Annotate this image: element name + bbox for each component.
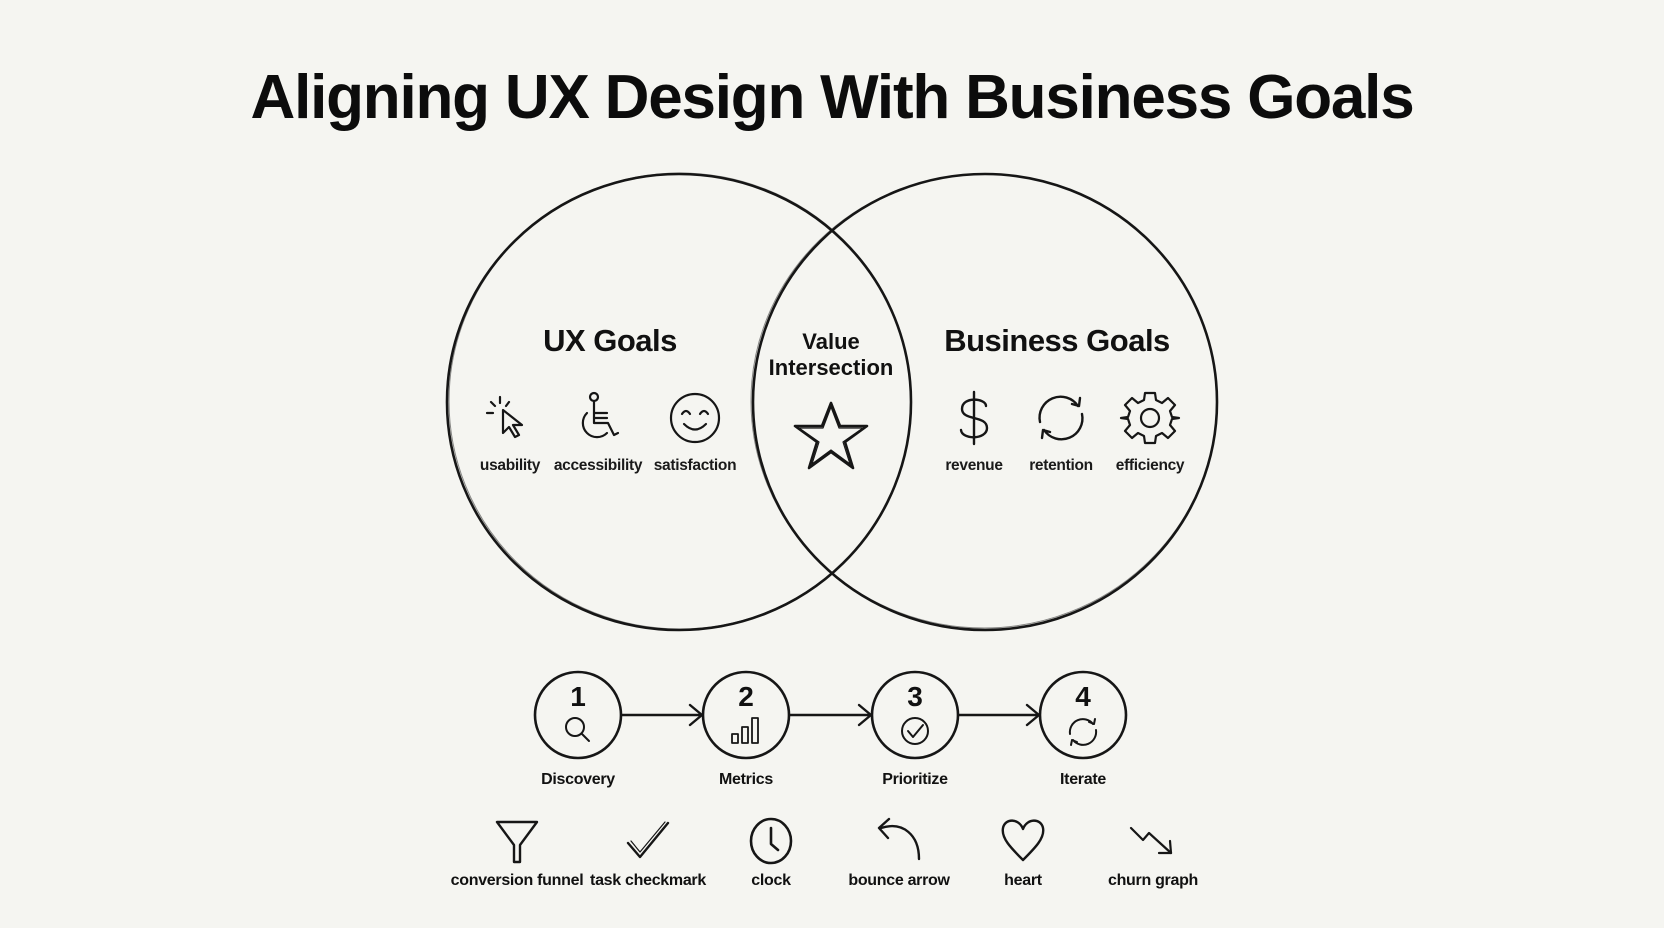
- business-goals-heading: Business Goals: [944, 323, 1170, 358]
- cursor-click-icon: [485, 395, 524, 439]
- business-goal-label-retention: retention: [1029, 457, 1093, 474]
- step-4-circle: [1038, 670, 1128, 760]
- ux-goals-heading: UX Goals: [543, 323, 677, 358]
- business-goal-label-efficiency: efficiency: [1115, 457, 1185, 474]
- arrow-3-4: [956, 703, 1041, 727]
- check-circle-icon: [901, 717, 929, 745]
- arrow-1-2: [619, 703, 704, 727]
- step-2-label: Metrics: [719, 771, 773, 788]
- gear-icon: [1119, 391, 1181, 445]
- step-1-number: 1: [570, 681, 586, 712]
- dollar-icon: [959, 390, 989, 446]
- step-2-circle: [701, 670, 791, 760]
- metric-label-churn-graph: churn graph: [1107, 872, 1199, 889]
- ux-goal-label-usability: usability: [479, 457, 541, 474]
- value-intersection-line1: Value: [802, 329, 860, 354]
- step-1-label: Discovery: [541, 771, 615, 788]
- funnel-icon: [495, 820, 539, 864]
- magnifier-icon: [565, 717, 590, 742]
- value-intersection-line2: Intersection: [768, 355, 894, 380]
- metric-label-heart: heart: [1004, 872, 1042, 889]
- step-3-circle: [870, 670, 960, 760]
- smiley-face-icon: [669, 392, 721, 444]
- churn-graph-icon: [1129, 826, 1173, 855]
- ux-goal-label-accessibility: accessibility: [553, 457, 643, 474]
- metric-label-clock: clock: [751, 872, 791, 889]
- arrow-2-3: [787, 703, 873, 727]
- step-3-number: 3: [907, 681, 923, 712]
- checkmark-icon: [626, 821, 670, 859]
- step-3-label: Prioritize: [882, 771, 948, 788]
- venn-diagram: [445, 172, 1219, 632]
- step-1-circle: [533, 670, 623, 760]
- metric-label-bounce-arrow: bounce arrow: [848, 872, 950, 889]
- metric-label-conversion-funnel: conversion funnel: [450, 872, 584, 889]
- bar-chart-icon: [731, 717, 759, 744]
- refresh-cycle-icon: [1068, 718, 1098, 746]
- wheelchair-icon: [581, 391, 620, 439]
- ux-goal-label-satisfaction: satisfaction: [653, 457, 737, 474]
- heart-icon: [1001, 819, 1045, 862]
- metric-label-task-checkmark: task checkmark: [590, 872, 706, 889]
- step-4-label: Iterate: [1060, 771, 1106, 788]
- step-2-number: 2: [738, 681, 754, 712]
- business-goal-label-revenue: revenue: [945, 457, 1003, 474]
- value-intersection-heading: Value Intersection: [769, 329, 894, 381]
- refresh-cycle-icon: [1038, 395, 1084, 441]
- page-title: Aligning UX Design With Business Goals: [250, 63, 1415, 132]
- process-step-circles: [533, 670, 1128, 760]
- clock-icon: [749, 817, 793, 865]
- star-icon: [793, 401, 869, 470]
- bounce-arrow-icon: [877, 817, 921, 861]
- process-arrows: [619, 703, 1041, 727]
- step-4-number: 4: [1075, 681, 1091, 712]
